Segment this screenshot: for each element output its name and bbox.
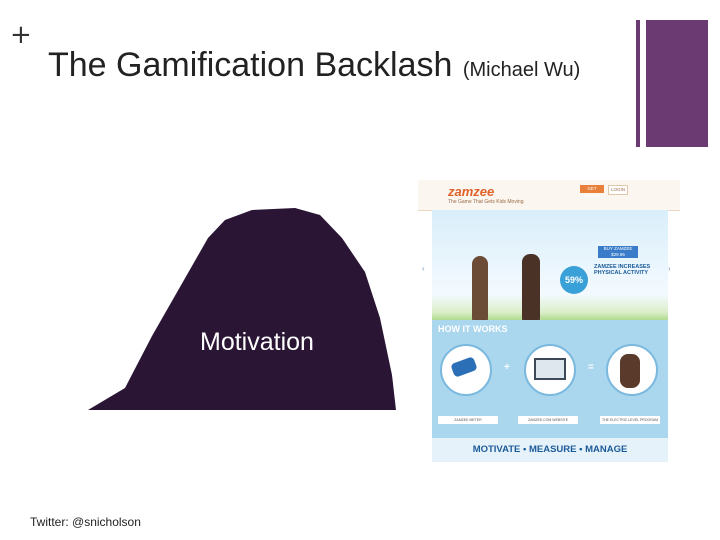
- get-started-button: GET STARTED: [580, 185, 604, 199]
- plus-operator: +: [504, 362, 510, 373]
- computer-icon: [534, 358, 566, 380]
- accent-bar-thick: [646, 20, 708, 147]
- accent-bar-thin: [636, 20, 640, 147]
- footer-credit: Twitter: @snicholson: [30, 515, 141, 529]
- section-title: HOW IT WORKS: [438, 324, 508, 334]
- children-icon: [620, 354, 640, 388]
- plus-icon: +: [10, 20, 32, 50]
- login-button: LOGIN: [608, 185, 628, 195]
- hero-headline: ZAMZEE INCREASES PHYSICAL ACTIVITY: [594, 264, 651, 276]
- accent-bars: [636, 20, 712, 147]
- site-logo: zamzee: [448, 184, 495, 199]
- step-circle: [440, 344, 492, 396]
- chevron-right-icon: ›: [668, 264, 671, 273]
- bottom-banner: MOTIVATE • MEASURE • MANAGE: [432, 438, 668, 462]
- motivation-shape-path: [88, 208, 396, 410]
- step-label: ZAMZEE.COM WEBSITE: [518, 416, 578, 424]
- how-it-works-section: HOW IT WORKS + = ZAMZEE METER ZAMZEE.COM…: [432, 320, 668, 438]
- child-figure: [522, 254, 540, 326]
- site-tagline: The Game That Gets Kids Moving: [448, 199, 524, 205]
- chevron-left-icon: ‹: [422, 264, 425, 273]
- buy-badge: BUY ZAMZEE $29.95: [598, 246, 638, 258]
- title-subtitle: (Michael Wu): [462, 59, 581, 81]
- step-label: ZAMZEE METER: [438, 416, 498, 424]
- page-title: The Gamification Backlash (Michael Wu): [48, 46, 580, 85]
- title-main: The Gamification Backlash: [48, 46, 453, 84]
- motivation-shape: [88, 208, 396, 410]
- motivation-label: Motivation: [200, 328, 314, 356]
- equals-operator: =: [588, 362, 594, 373]
- site-header: zamzee The Game That Gets Kids Moving GE…: [418, 180, 680, 211]
- website-screenshot: zamzee The Game That Gets Kids Moving GE…: [418, 180, 680, 465]
- step-label: THE ELECTRIC LEVEL PROGRAM: [600, 416, 660, 424]
- percent-badge: 59%: [560, 266, 588, 294]
- site-hero: BUY ZAMZEE $29.95 59% ZAMZEE INCREASES P…: [432, 210, 668, 330]
- child-figure: [472, 256, 488, 326]
